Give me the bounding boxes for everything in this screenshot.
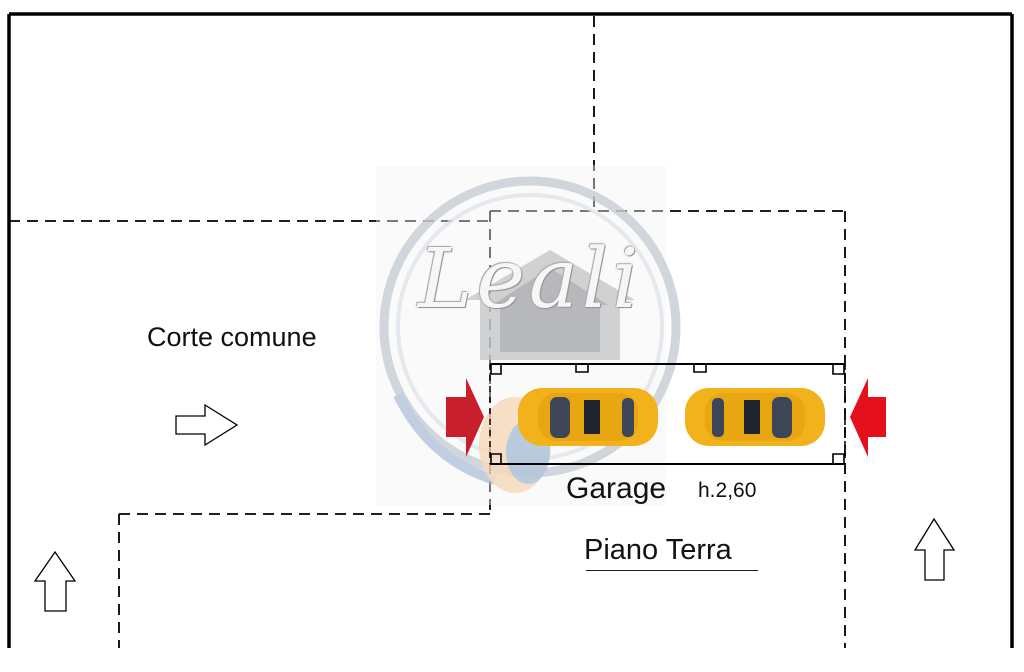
floor-title-underline bbox=[586, 570, 758, 571]
car-icon bbox=[518, 388, 658, 446]
garage bbox=[489, 363, 846, 465]
watermark-logo bbox=[376, 165, 681, 505]
hollow-arrow-up-icon bbox=[33, 550, 77, 612]
courtyard-label: Corte comune bbox=[147, 322, 317, 352]
entry-arrow-right-icon bbox=[850, 378, 886, 457]
entry-arrow-left-icon bbox=[446, 378, 484, 457]
hollow-arrow-up-icon bbox=[913, 517, 956, 581]
garage-height-label: h.2,60 bbox=[698, 479, 757, 502]
floor-title: Piano Terra bbox=[584, 534, 732, 566]
garage-label: Garage bbox=[566, 472, 667, 505]
hollow-arrow-right-icon bbox=[175, 403, 239, 447]
car-icon bbox=[685, 388, 825, 446]
watermark-text: Leali bbox=[418, 232, 643, 327]
outer-walls bbox=[7, 12, 1014, 648]
